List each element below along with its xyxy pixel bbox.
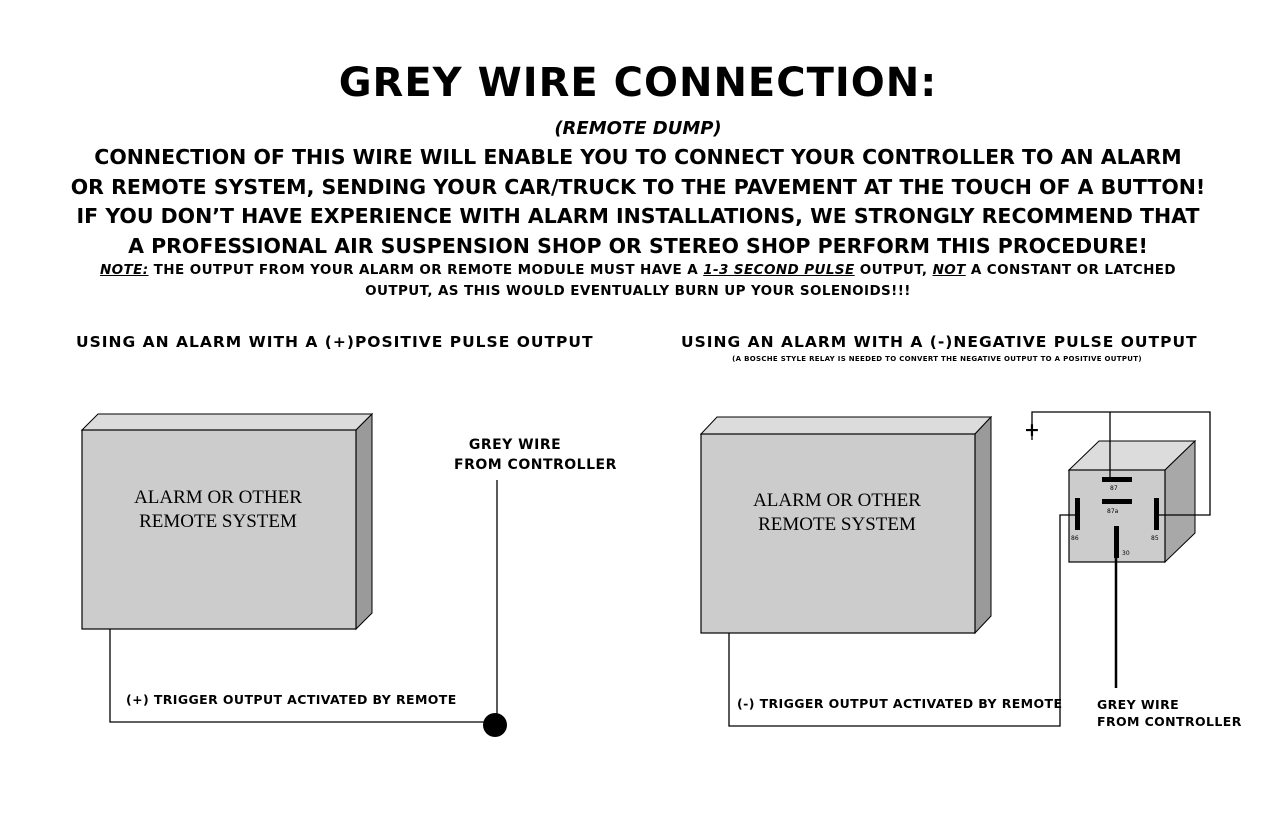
relay: 87 87a 86 85 30 xyxy=(1067,439,1197,564)
note-line-2: OUTPUT, AS THIS WOULD EVENTUALLY BURN UP… xyxy=(365,283,911,299)
splice-dot xyxy=(483,713,507,737)
box-label-line-1: ALARM OR OTHER xyxy=(753,490,921,511)
note-pulse: 1-3 SECOND PULSE xyxy=(703,262,855,278)
box-front-face xyxy=(700,433,976,634)
note-part1: THE OUTPUT FROM YOUR ALARM OR REMOTE MOD… xyxy=(148,262,704,278)
grey-wire-line-2: FROM CONTROLLER xyxy=(1097,714,1242,729)
pin-87a xyxy=(1102,499,1132,504)
box-label-line-2: REMOTE SYSTEM xyxy=(758,514,916,535)
intro-line: IF YOU DON’T HAVE EXPERIENCE WITH ALARM … xyxy=(76,204,1200,228)
left-heading: USING AN ALARM WITH A (+)POSITIVE PULSE … xyxy=(76,333,594,351)
right-subnote: (A BOSCHE STYLE RELAY IS NEEDED TO CONVE… xyxy=(732,355,1142,363)
page-title: GREY WIRE CONNECTION: xyxy=(338,60,938,106)
pin-30-label: 30 xyxy=(1122,550,1130,557)
plus-feed-wire xyxy=(1031,411,1211,516)
note-label: NOTE: xyxy=(99,262,149,278)
grey-wire-line-1: GREY WIRE xyxy=(468,437,562,453)
pin-85 xyxy=(1154,498,1159,530)
right-grey-wire-label: GREY WIRE FROM CONTROLLER xyxy=(1097,696,1242,730)
right-heading: USING AN ALARM WITH A (-)NEGATIVE PULSE … xyxy=(681,333,1198,351)
intro-line: CONNECTION OF THIS WIRE WILL ENABLE YOU … xyxy=(94,145,1182,169)
right-alarm-box: ALARM OR OTHER REMOTE SYSTEM xyxy=(699,415,993,635)
left-trigger-wire xyxy=(109,629,495,723)
pin-87a-label: 87a xyxy=(1107,508,1119,515)
left-grey-wire-label-2: FROM CONTROLLER xyxy=(454,457,617,473)
pin-87-label: 87 xyxy=(1110,485,1118,492)
note-part3: A CONSTANT OR LATCHED xyxy=(965,262,1177,278)
right-trigger-label: (-) TRIGGER OUTPUT ACTIVATED BY REMOTE xyxy=(737,696,1063,711)
note-line-1: NOTE: THE OUTPUT FROM YOUR ALARM OR REMO… xyxy=(50,260,1226,281)
box-label-line-2: REMOTE SYSTEM xyxy=(139,511,297,532)
pin-85-label: 85 xyxy=(1151,535,1159,542)
pin-87 xyxy=(1102,477,1132,482)
intro-text: CONNECTION OF THIS WIRE WILL ENABLE YOU … xyxy=(40,143,1236,261)
box-top-face xyxy=(80,413,374,431)
intro-line: A PROFESSIONAL AIR SUSPENSION SHOP OR ST… xyxy=(128,233,1148,258)
note-part2: OUTPUT, xyxy=(854,262,933,278)
left-trigger-label: (+) TRIGGER OUTPUT ACTIVATED BY REMOTE xyxy=(126,692,457,707)
left-alarm-box: ALARM OR OTHER REMOTE SYSTEM xyxy=(80,412,374,631)
box-side-face xyxy=(355,412,373,631)
right-trigger-wire xyxy=(728,514,1075,727)
left-grey-wire-label: GREY WIRE xyxy=(430,433,600,457)
intro-line: OR REMOTE SYSTEM, SENDING YOUR CAR/TRUCK… xyxy=(70,174,1206,199)
page-subtitle: (REMOTE DUMP) xyxy=(554,118,722,139)
pin-86-label: 86 xyxy=(1071,535,1079,542)
box-top-face xyxy=(699,416,993,435)
box-front-face xyxy=(81,429,357,630)
box-side-face xyxy=(974,415,992,635)
box-label-line-1: ALARM OR OTHER xyxy=(134,487,302,508)
note-text: NOTE: THE OUTPUT FROM YOUR ALARM OR REMO… xyxy=(50,260,1226,302)
note-not: NOT xyxy=(932,262,966,278)
pin-30 xyxy=(1114,526,1119,558)
pin-86 xyxy=(1075,498,1080,530)
grey-wire-line-1: GREY WIRE xyxy=(1097,697,1180,712)
